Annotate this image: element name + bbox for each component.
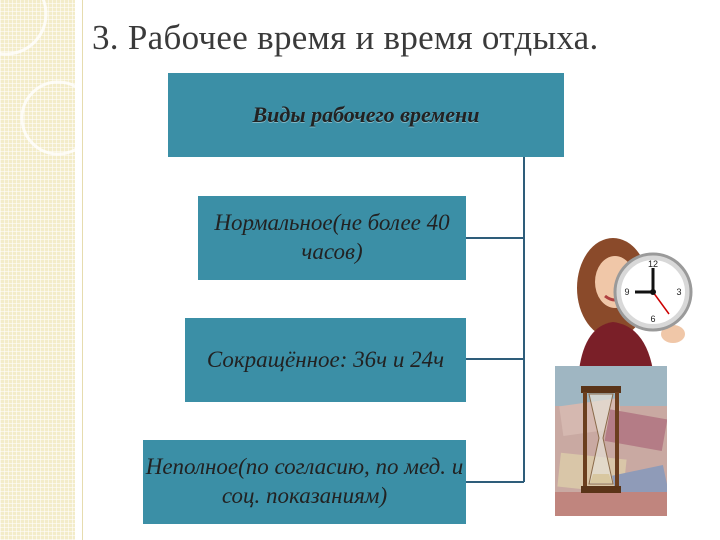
svg-text:3: 3 [676,287,681,297]
decorative-side-strip [0,0,75,540]
diagram-item-label: Неполное(по согласию, по мед. и соц. пок… [145,454,464,508]
diagram-item-reduced: Сокращённое: 36ч и 24ч [185,318,466,402]
hourglass-money-image [555,366,667,516]
diagram-header-text: Виды рабочего времени [252,102,480,128]
diagram-item-normal: Нормальное(не более 40 часов) [198,196,466,280]
slide-title: 3. Рабочее время и время отдыха. [92,18,599,57]
strip-divider [82,0,83,540]
woman-with-clock-image: 12 3 6 9 [577,238,693,370]
diagram-header-box: Виды рабочего времени [168,73,564,157]
diagram-item-label: Сокращённое: 36ч и 24ч [206,346,445,372]
diagram-item-part-time: Неполное(по согласию, по мед. и соц. пок… [143,440,466,524]
decorative-circles [0,0,75,156]
svg-text:9: 9 [624,287,629,297]
diagram-item-label: Нормальное(не более 40 часов) [214,210,450,264]
svg-text:12: 12 [648,259,658,269]
svg-text:6: 6 [650,314,655,324]
hourglass-icon [581,386,621,493]
